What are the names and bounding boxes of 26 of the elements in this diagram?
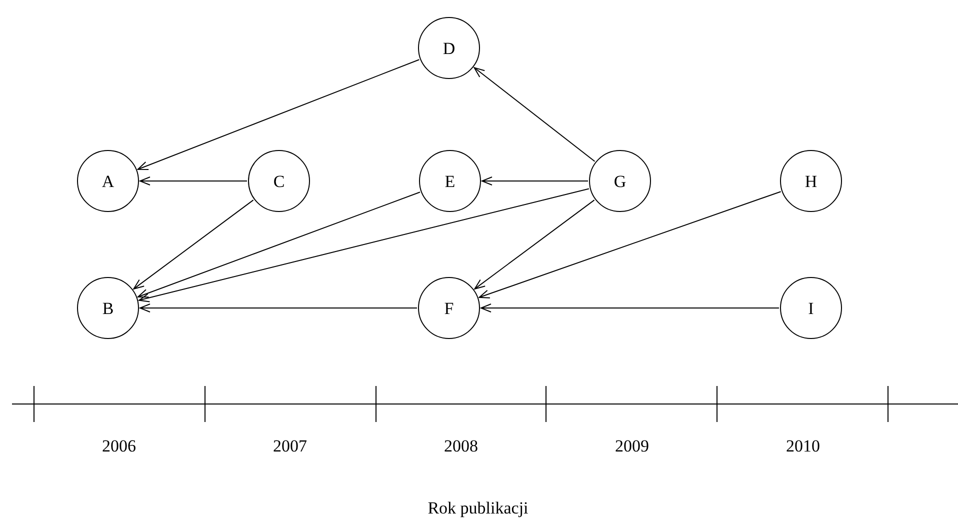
arrow xyxy=(137,59,420,170)
node-label: A xyxy=(102,172,114,190)
arrow xyxy=(478,191,782,298)
arrow xyxy=(133,200,254,290)
arrow xyxy=(138,192,420,298)
arrow xyxy=(482,176,588,186)
node-label: B xyxy=(102,300,114,316)
year-label: 2010 xyxy=(786,438,820,456)
year-label: 2006 xyxy=(102,438,136,456)
node-label: E xyxy=(444,172,456,190)
axis-title: Rok publikacji xyxy=(428,500,528,518)
node-label: C xyxy=(273,172,285,190)
arrow xyxy=(140,304,418,312)
arrow xyxy=(140,176,248,186)
year-label: 2009 xyxy=(615,438,649,456)
node-label: G xyxy=(614,172,626,190)
year-label: 2008 xyxy=(444,438,478,456)
arrow xyxy=(138,188,590,302)
arrow xyxy=(480,304,780,312)
node-label: I xyxy=(808,300,814,316)
node-label: F xyxy=(444,300,454,316)
arrow xyxy=(474,200,595,290)
arrow xyxy=(474,67,596,162)
node-label: D xyxy=(442,40,456,56)
node-label: H xyxy=(804,172,818,190)
year-label: 2007 xyxy=(273,438,307,456)
